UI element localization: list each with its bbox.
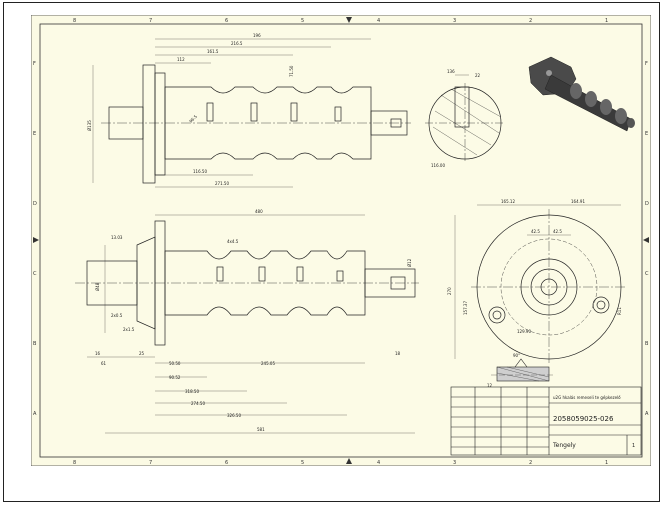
zone-labels-top: 8 7 6 5 4 3 2 1 <box>73 18 608 24</box>
zone-bottom-5: 4 <box>377 460 380 466</box>
zone-bottom-8: 1 <box>605 460 608 466</box>
title-block-part-number: 2058059025-026 <box>553 415 614 423</box>
zone-labels-left: F E D C B A <box>33 61 37 417</box>
zone-left-3: D <box>33 201 37 207</box>
title-block-description: u2G hkalás remeseli te gépkezelő <box>553 395 621 400</box>
dim-front-8: 90.52 <box>169 375 181 380</box>
zone-top-2: 7 <box>149 18 152 24</box>
dim-front-overall: 480 <box>255 209 263 214</box>
dim-top-1: 216.5 <box>231 41 243 46</box>
dim-front-2: 4x4.5 <box>227 239 239 244</box>
zone-right-3: D <box>645 201 649 207</box>
zone-right-1: F <box>645 61 648 67</box>
center-mark-right-icon <box>643 237 649 243</box>
zone-left-5: B <box>33 341 37 347</box>
dim-side-4: 42.5 <box>553 229 562 234</box>
dim-front-16: 61 <box>101 361 107 366</box>
dim-front-5: 2x0.5 <box>111 313 123 318</box>
drawing-sheet-border: 8 7 6 5 4 3 2 1 8 7 6 5 4 3 2 1 F E D C … <box>3 2 660 502</box>
dim-side-6: 157.37 <box>463 301 468 315</box>
dim-front-17: 25 <box>139 351 145 356</box>
dim-top-3: 112 <box>177 57 185 62</box>
zone-top-8: 1 <box>605 18 608 24</box>
dim-section-1: 136 <box>447 69 455 74</box>
dim-top-overall: 196 <box>253 33 261 38</box>
zone-right-4: C <box>645 271 649 277</box>
center-mark-bottom-icon <box>346 458 352 464</box>
dim-top-4: 71.50 <box>289 65 294 77</box>
dim-left-dia: Ø135 <box>87 120 92 131</box>
side-view <box>454 204 627 365</box>
title-block-sheet: 1 <box>632 443 635 449</box>
dim-front-7: 50.50 <box>169 361 181 366</box>
detail-view <box>491 358 555 382</box>
zone-top-6: 3 <box>453 18 456 24</box>
zone-left-6: A <box>33 411 37 417</box>
dim-side-8: R11 <box>617 307 622 315</box>
dim-top-5: 96.5 <box>188 114 198 124</box>
zone-bottom-4: 5 <box>301 460 304 466</box>
zone-right-5: B <box>645 341 649 347</box>
zone-top-3: 6 <box>225 18 228 24</box>
zone-right-6: A <box>645 411 649 417</box>
dim-side-1: 165.12 <box>501 199 515 204</box>
center-mark-top-icon <box>346 17 352 23</box>
zone-labels-bottom: 8 7 6 5 4 3 2 1 <box>73 460 608 466</box>
technical-drawing: 8 7 6 5 4 3 2 1 8 7 6 5 4 3 2 1 F E D C … <box>31 15 651 466</box>
dim-front-11: 274.50 <box>191 401 205 406</box>
zone-bottom-6: 3 <box>453 460 456 466</box>
center-mark-left-icon <box>33 237 39 243</box>
zone-top-1: 8 <box>73 18 76 24</box>
zone-bottom-2: 7 <box>149 460 152 466</box>
drawing-frame <box>39 23 643 458</box>
zone-left-1: F <box>33 61 36 67</box>
dim-bottom-2: 271.50 <box>215 181 229 186</box>
dim-front-4: Ø12 <box>407 258 412 267</box>
dim-front-3: Ø48 <box>95 282 100 291</box>
dim-front-14: 16 <box>95 351 101 356</box>
dim-front-9: 318.50 <box>185 389 199 394</box>
dim-detail-1: 90° <box>513 353 520 358</box>
dim-bottom-1: 116.50 <box>193 169 207 174</box>
zone-labels-right: F E D C B A <box>645 61 649 417</box>
title-block-name: Tengely <box>552 442 576 449</box>
isometric-render <box>528 56 635 132</box>
dim-side-3: 42.5 <box>531 229 540 234</box>
front-view <box>75 214 419 434</box>
dim-side-7: 129.90 <box>517 329 531 334</box>
title-block <box>450 386 642 456</box>
dim-section-2: 22 <box>475 73 481 78</box>
zone-top-7: 2 <box>529 18 532 24</box>
dim-front-13: 581 <box>257 427 265 432</box>
dim-detail-2: 12 <box>487 383 493 388</box>
zone-bottom-3: 6 <box>225 460 228 466</box>
section-view <box>425 74 505 163</box>
dim-section-3: 116.00 <box>431 163 445 168</box>
dim-side-5: 270 <box>447 287 452 295</box>
top-view <box>92 38 411 188</box>
zone-bottom-7: 2 <box>529 460 532 466</box>
zone-top-4: 5 <box>301 18 304 24</box>
dim-front-15: 18 <box>395 351 401 356</box>
dim-front-10: 245.05 <box>261 361 275 366</box>
zone-left-2: E <box>33 131 36 137</box>
dim-front-1: 13.03 <box>111 235 123 240</box>
zone-bottom-1: 8 <box>73 460 76 466</box>
zone-top-5: 4 <box>377 18 380 24</box>
dim-front-12: 326.50 <box>227 413 241 418</box>
zone-right-2: E <box>645 131 648 137</box>
zone-left-4: C <box>33 271 37 277</box>
dim-top-2: 161.5 <box>207 49 219 54</box>
dim-front-6: 2x1.5 <box>123 327 135 332</box>
dim-side-2: 164.91 <box>571 199 585 204</box>
